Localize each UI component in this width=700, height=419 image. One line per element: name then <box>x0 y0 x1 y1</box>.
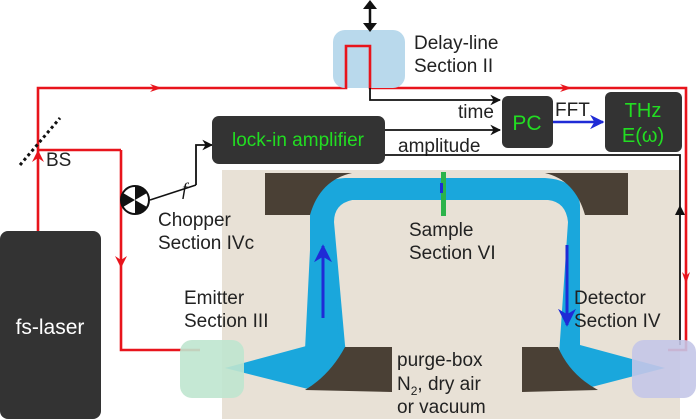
emitter <box>180 340 244 398</box>
delay-line-label-2: Section II <box>414 56 493 77</box>
time-label: time <box>458 102 494 123</box>
emitter-label-1: Emitter <box>184 288 245 309</box>
time-signal-line <box>369 88 502 106</box>
delay-line-beam <box>344 44 372 88</box>
delay-line-label-1: Delay-line <box>414 33 498 54</box>
thz-output-label-1: THz <box>625 100 662 122</box>
chopper-reference-line <box>149 184 197 201</box>
fs-laser-label: fs-laser <box>16 316 85 339</box>
purge-box-label-3: or vacuum <box>397 397 486 418</box>
purge-box-label-2: N2, dry air <box>397 374 481 398</box>
parabolic-mirror-bottom-left <box>305 347 392 392</box>
chopper-frequency-label: f <box>182 179 190 199</box>
sample-holder-mark <box>440 183 443 193</box>
beam-splitter-label: BS <box>46 150 71 171</box>
reference-signal-line <box>195 139 214 185</box>
purge-box-subscript: 2 <box>411 384 418 398</box>
thz-output-label-2: E(ω) <box>622 125 664 147</box>
fs-laser-box <box>0 231 101 419</box>
sample <box>441 172 446 216</box>
detector-signal-line <box>385 154 681 345</box>
pc-label: PC <box>512 112 541 135</box>
lock-in-label: lock-in amplifier <box>232 130 365 151</box>
lock-in-amplifier <box>212 116 385 164</box>
pc-box <box>502 96 553 148</box>
purge-box-label-1: purge-box <box>397 350 483 371</box>
beam-splitter <box>18 117 62 166</box>
thz-beam-main <box>225 178 665 390</box>
chopper-label-1: Chopper <box>158 210 232 231</box>
amplitude-label: amplitude <box>398 136 480 157</box>
delay-line-motion-arrow <box>363 0 377 32</box>
purge-box-rest: , dry air <box>417 374 481 395</box>
detector-label-2: Section IV <box>574 311 661 332</box>
chopper-wheel-icon <box>120 185 150 215</box>
sample-label-2: Section VI <box>409 243 496 264</box>
parabolic-mirror-top-right <box>545 173 628 215</box>
emitter-label-2: Section III <box>184 311 269 332</box>
detector-signal-arrow <box>675 205 685 215</box>
laser-direction-arrows <box>32 84 690 284</box>
parabolic-mirror-bottom-right <box>522 347 598 392</box>
detector <box>632 340 696 398</box>
fft-label: FFT <box>555 100 590 121</box>
thz-output-box <box>605 92 682 152</box>
purge-box-n: N <box>397 374 411 395</box>
sample-label-1: Sample <box>409 220 473 241</box>
detector-label-1: Detector <box>574 288 646 309</box>
parabolic-mirror-top-left <box>265 173 352 215</box>
chopper-label-2: Section IVc <box>158 233 254 254</box>
